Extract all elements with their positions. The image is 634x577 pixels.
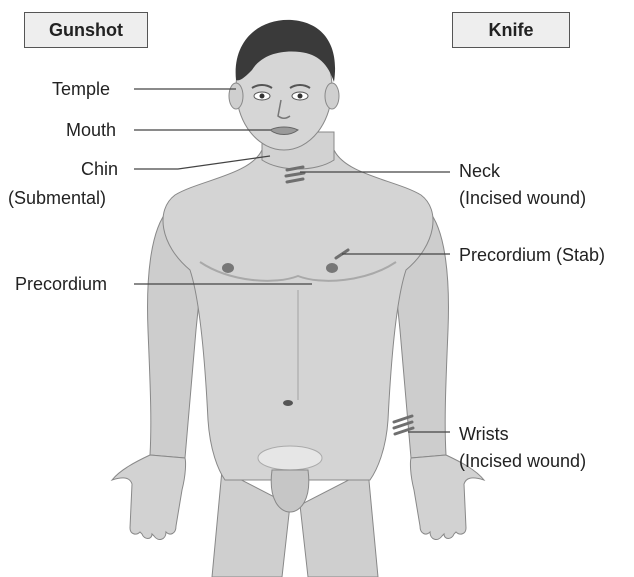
precordium-label: Precordium [15,273,107,295]
left-ear [229,83,243,109]
neck-label: Neck [459,160,500,182]
left-hand [112,455,186,539]
knife-header-label: Knife [489,20,534,41]
precordium-stab-label: Precordium (Stab) [459,244,605,266]
gunshot-header-label: Gunshot [49,20,123,41]
wrists-incised-label: (Incised wound) [459,450,586,472]
right-ear [325,83,339,109]
pubic-hair [258,446,322,470]
right-pupil [298,94,303,99]
right-leg [300,470,378,577]
submental-label: (Submental) [8,187,106,209]
mouth-label: Mouth [66,119,116,141]
left-pupil [260,94,265,99]
chin-label: Chin [81,158,118,180]
navel [283,400,293,406]
knife-header: Knife [452,12,570,48]
wrists-label: Wrists [459,423,509,445]
neck-incised-label: (Incised wound) [459,187,586,209]
right-nipple [326,263,338,273]
gunshot-header: Gunshot [24,12,148,48]
left-nipple [222,263,234,273]
temple-label: Temple [52,78,110,100]
